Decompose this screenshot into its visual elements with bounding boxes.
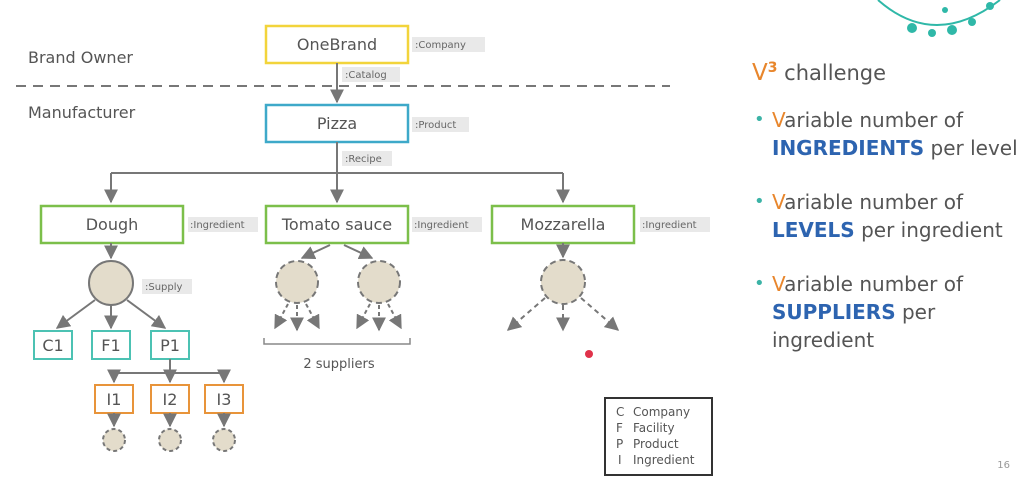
bullet-first-letter: V — [772, 190, 785, 214]
i3-label: I3 — [217, 390, 232, 409]
tomato-supplier-outputs — [274, 303, 402, 332]
bullet-keyword: LEVELS — [772, 218, 855, 242]
mozzarella-supplier-node — [540, 259, 586, 305]
i2-node — [150, 384, 190, 414]
f1-label: F1 — [101, 336, 120, 355]
bullet-text-before: ariable number of — [784, 108, 964, 132]
mozzarella-supplier-outputs — [506, 297, 620, 332]
legend: C Company F Facility P Product I Ingredi… — [616, 405, 695, 467]
dough-node — [39, 204, 185, 245]
onebrand-label: OneBrand — [297, 35, 377, 54]
onebrand-tag: :Company — [415, 40, 466, 51]
tomato-supplier-edges — [300, 244, 374, 260]
legend-key-i: I — [618, 453, 622, 467]
supply-branch-edges — [55, 299, 167, 330]
dough-tag-bg — [188, 217, 258, 232]
pizza-tag: :Product — [415, 120, 456, 131]
dough-label: Dough — [86, 215, 139, 234]
bullet-keyword: INGREDIENTS — [772, 136, 925, 160]
dough-supply-node — [88, 260, 134, 306]
bullet-keyword: SUPPLIERS — [772, 300, 896, 324]
onebrand-node — [264, 24, 410, 65]
bullet-first-letter: V — [772, 272, 785, 296]
challenge-title-rest: challenge — [784, 61, 887, 85]
legend-text-f: Facility — [633, 421, 675, 435]
f1-node — [91, 330, 131, 360]
legend-text-i: Ingredient — [633, 453, 695, 467]
legend-text-c: Company — [633, 405, 690, 419]
challenge-panel: V3 challenge • Variable number of INGRED… — [752, 60, 1022, 380]
mozzarella-node — [490, 204, 636, 245]
bullet-text-after: per ingredient — [772, 300, 936, 352]
challenge-bullet-suppliers: • Variable number of SUPPLIERS per ingre… — [752, 270, 1022, 354]
bullet-text-before: ariable number of — [784, 190, 964, 214]
legend-key-f: F — [616, 421, 623, 435]
bullet-first-letter: V — [772, 108, 785, 132]
p1-label: P1 — [160, 336, 180, 355]
challenge-title-v: V — [752, 60, 768, 86]
pizza-tag-bg — [412, 117, 469, 132]
challenge-title-sup: 3 — [767, 60, 778, 76]
dough-tag: :Ingredient — [190, 220, 245, 231]
bullet-dot-icon: • — [754, 109, 765, 130]
bullet-text-before: ariable number of — [784, 272, 964, 296]
tomato-sauce-tag-bg — [412, 217, 482, 232]
bullet-dot-icon: • — [754, 273, 765, 294]
catalog-tag: :Catalog — [345, 70, 387, 81]
mozzarella-tag-bg — [640, 217, 710, 232]
i1-label: I1 — [107, 390, 122, 409]
corner-logo-icon — [877, 0, 1001, 37]
recipe-edges — [104, 142, 570, 204]
row-label-manufacturer: Manufacturer — [28, 103, 136, 122]
i2-label: I2 — [163, 390, 178, 409]
challenge-bullet-ingredients: • Variable number of INGREDIENTS per lev… — [752, 106, 1022, 162]
page-number: 16 — [997, 460, 1010, 471]
ingredient-supply-edges — [107, 413, 231, 428]
p1-ingredient-edges — [107, 359, 231, 384]
c1-node — [33, 330, 73, 360]
i3-supply-node — [212, 428, 236, 452]
tomato-sauce-node — [264, 204, 410, 245]
challenge-bullet-levels: • Variable number of LEVELS per ingredie… — [752, 188, 1022, 244]
row-label-brand-owner: Brand Owner — [28, 48, 133, 67]
tomato-supplier-1-node — [275, 260, 319, 304]
supply-tag: :Supply — [145, 282, 183, 293]
pointer-dot-icon — [585, 350, 593, 358]
c1-label: C1 — [42, 336, 63, 355]
recipe-tag: :Recipe — [345, 154, 382, 165]
legend-key-p: P — [616, 437, 623, 451]
pizza-label: Pizza — [317, 114, 357, 133]
mozzarella-tag: :Ingredient — [642, 220, 697, 231]
tomato-sauce-tag: :Ingredient — [414, 220, 469, 231]
onebrand-tag-bg — [412, 37, 485, 52]
bullet-dot-icon: • — [754, 191, 765, 212]
supply-tag-bg — [142, 279, 192, 294]
recipe-tag-bg — [342, 151, 392, 166]
tomato-sauce-label: Tomato sauce — [281, 215, 392, 234]
mozzarella-label: Mozzarella — [521, 215, 606, 234]
challenge-list: • Variable number of INGREDIENTS per lev… — [752, 106, 1022, 354]
suppliers-bracket — [263, 338, 411, 345]
suppliers-label: 2 suppliers — [303, 357, 374, 372]
bullet-text-after: per level — [930, 136, 1018, 160]
legend-text-p: Product — [633, 437, 679, 451]
legend-box — [604, 397, 713, 476]
i1-supply-node — [102, 428, 126, 452]
i2-supply-node — [158, 428, 182, 452]
catalog-tag-bg — [342, 67, 400, 82]
tomato-supplier-2-node — [357, 260, 401, 304]
legend-key-c: C — [616, 405, 624, 419]
challenge-title: V3 challenge — [752, 60, 1022, 86]
bullet-text-after: per ingredient — [861, 218, 1003, 242]
